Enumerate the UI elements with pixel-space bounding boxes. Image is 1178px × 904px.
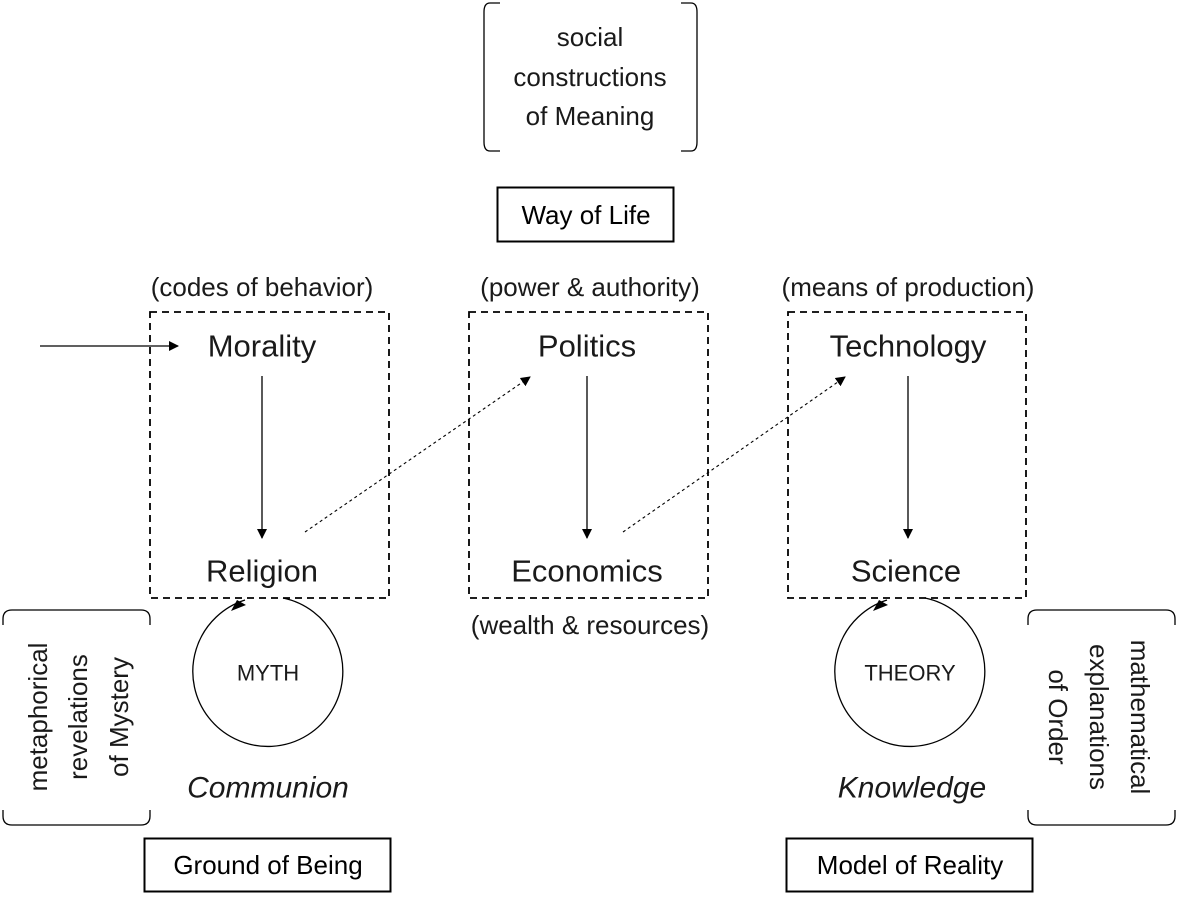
morality-religion-group — [149, 311, 390, 599]
column-caption: (power & authority) — [480, 272, 700, 302]
column-caption: (means of production) — [782, 272, 1035, 302]
mystery-panel: metaphorical revelations of Mystery — [2, 609, 151, 826]
bottom-bracket — [1027, 810, 1176, 826]
way-of-life-label: Way of Life — [521, 200, 650, 230]
social-constructions-panel: social constructions of Meaning — [483, 2, 698, 152]
arrowhead-icon — [873, 600, 888, 611]
dotted-arrow — [622, 376, 846, 533]
technology-science-group — [787, 311, 1027, 599]
politics-economics-group — [468, 311, 709, 599]
ground-of-being-label: Ground of Being — [173, 850, 362, 880]
technology-label: Technology — [830, 329, 987, 364]
panel-line: of Meaning — [526, 101, 655, 131]
order-panel: mathematical explanations of Order — [1027, 609, 1176, 826]
panel-line: constructions — [513, 62, 666, 92]
top-bracket — [1027, 609, 1176, 625]
ground-of-being-box: Ground of Being — [143, 837, 392, 893]
model-of-reality-label: Model of Reality — [817, 850, 1003, 880]
economics-caption: (wealth & resources) — [471, 610, 709, 640]
top-bracket — [2, 609, 151, 625]
cycle-arc — [834, 597, 986, 748]
communion-label: Communion — [187, 772, 349, 805]
panel-line: social — [557, 22, 623, 52]
panel-line: mathematical — [1125, 640, 1155, 795]
morality-label: Morality — [208, 329, 317, 364]
cycle-arc — [192, 597, 344, 748]
knowledge-label: Knowledge — [838, 772, 986, 805]
arrowhead-icon — [231, 600, 246, 611]
dotted-arrow — [304, 376, 531, 533]
economics-label: Economics — [511, 554, 663, 589]
way-of-life-box: Way of Life — [496, 186, 675, 243]
panel-line: of Order — [1043, 669, 1073, 765]
column-caption: (codes of behavior) — [151, 272, 374, 302]
theory-label: THEORY — [864, 661, 956, 686]
theory-cycle: THEORY — [834, 597, 986, 748]
panel-line: revelations — [63, 654, 93, 780]
model-of-reality-box: Model of Reality — [785, 837, 1034, 893]
bottom-bracket — [2, 810, 151, 826]
right-bracket — [681, 2, 698, 152]
politics-label: Politics — [538, 329, 636, 364]
panel-line: metaphorical — [23, 643, 53, 792]
left-bracket — [483, 2, 500, 152]
religion-label: Religion — [206, 554, 318, 589]
panel-line: explanations — [1084, 644, 1114, 790]
panel-line: of Mystery — [104, 657, 134, 777]
myth-label: MYTH — [237, 661, 299, 686]
science-label: Science — [851, 554, 961, 589]
myth-cycle: MYTH — [192, 597, 344, 748]
